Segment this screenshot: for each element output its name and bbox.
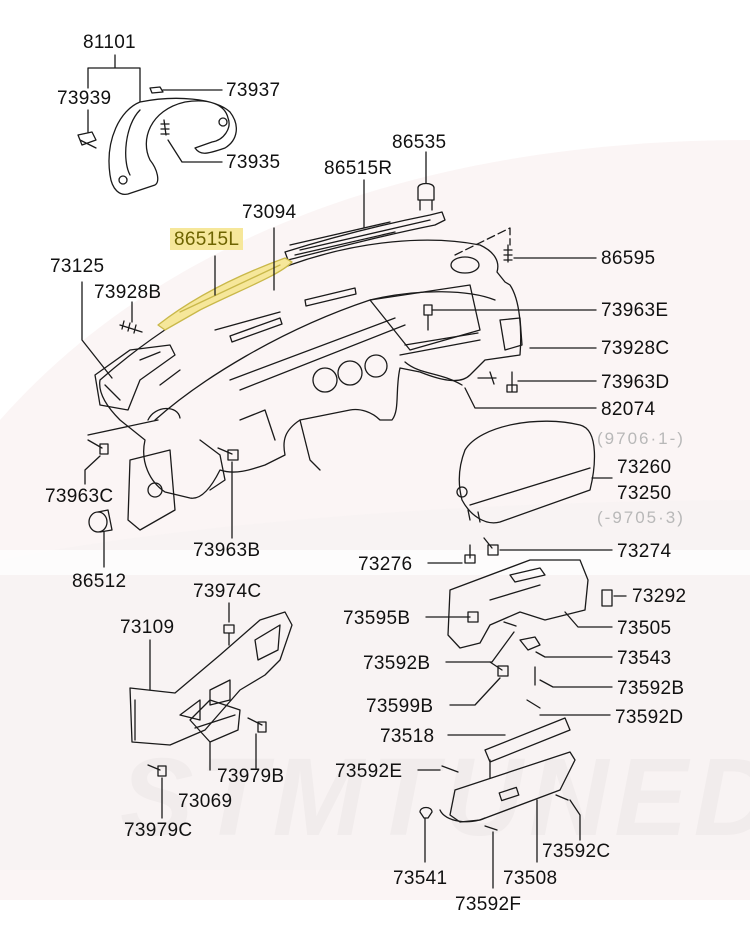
- leader-73125: [81, 281, 113, 379]
- part-label-73592B-a[interactable]: 73592B: [363, 653, 431, 674]
- leader-73592B-a: [445, 631, 515, 663]
- date-note-9705: (-9705·3): [597, 508, 685, 527]
- bolt-73276: [464, 544, 476, 564]
- bracket-73543: [519, 636, 541, 651]
- part-label-73508[interactable]: 73508: [503, 868, 558, 889]
- grille-86515R: [284, 211, 446, 261]
- bolt-73963C: [87, 439, 109, 455]
- part-label-73541[interactable]: 73541: [393, 868, 448, 889]
- part-label-73094[interactable]: 73094: [242, 202, 297, 223]
- gauge-hood: [108, 97, 237, 196]
- dash-line-86595: [454, 227, 511, 256]
- part-label-86515L-highlighted[interactable]: 86515L: [170, 228, 244, 250]
- part-label-73963C[interactable]: 73963C: [45, 486, 114, 507]
- part-label-73125[interactable]: 73125: [50, 256, 105, 277]
- clip-73937: [149, 86, 164, 94]
- leader-73599B: [449, 677, 501, 706]
- part-label-73963B[interactable]: 73963B: [193, 540, 261, 561]
- part-label-73592F[interactable]: 73592F: [455, 894, 522, 915]
- part-label-73250[interactable]: 73250: [617, 483, 672, 504]
- grille-86515L-highlighted: [157, 257, 293, 331]
- part-label-73939[interactable]: 73939: [57, 88, 112, 109]
- part-label-73505[interactable]: 73505: [617, 618, 672, 639]
- leader-82074: [464, 387, 597, 409]
- part-label-81101[interactable]: 81101: [83, 32, 136, 53]
- leader-73543: [535, 651, 613, 658]
- watermark-text: STMTUNED: [120, 736, 750, 859]
- part-label-73592E[interactable]: 73592E: [335, 761, 403, 782]
- screw-73592E: [441, 765, 459, 773]
- part-label-73963D[interactable]: 73963D: [601, 372, 670, 393]
- screw-86595: [503, 244, 513, 263]
- part-label-73935[interactable]: 73935: [226, 152, 281, 173]
- glovebox-housing-73505: [447, 559, 589, 649]
- part-label-86595[interactable]: 86595: [601, 248, 656, 269]
- screw-73592D: [526, 699, 541, 709]
- dashboard-body: [99, 221, 523, 531]
- part-label-73518[interactable]: 73518: [380, 726, 435, 747]
- part-label-86512[interactable]: 86512: [72, 571, 127, 592]
- glovebox-lid-73518: [484, 717, 571, 779]
- airbag-module: [456, 420, 596, 524]
- part-label-73274[interactable]: 73274: [617, 541, 672, 562]
- part-label-73979B[interactable]: 73979B: [217, 766, 285, 787]
- clip-73939: [77, 131, 97, 149]
- part-label-73974C[interactable]: 73974C: [193, 581, 262, 602]
- part-label-73963E[interactable]: 73963E: [601, 300, 669, 321]
- bushing-86512: [88, 509, 113, 533]
- bolt-73974C: [223, 624, 235, 646]
- leader-73505: [564, 611, 613, 628]
- screw-73928B: [119, 320, 143, 334]
- part-label-73592D[interactable]: 73592D: [615, 707, 684, 728]
- part-label-73937[interactable]: 73937: [226, 80, 281, 101]
- leader-81101: [87, 54, 141, 103]
- bolt-73979B: [247, 717, 267, 733]
- part-label-86535[interactable]: 86535: [392, 132, 447, 153]
- part-label-73599B[interactable]: 73599B: [366, 696, 434, 717]
- leader-73592B-b: [539, 679, 613, 688]
- leader-73963C: [84, 419, 159, 485]
- part-label-73928B[interactable]: 73928B: [94, 282, 162, 303]
- glovebox-door-73508: [439, 751, 576, 823]
- bolt-73599B: [489, 661, 509, 677]
- clip-73292: [601, 589, 613, 607]
- screw-73592F: [484, 825, 498, 831]
- bolt-73963E: [423, 304, 433, 331]
- part-label-73069[interactable]: 73069: [178, 791, 233, 812]
- part-label-73260[interactable]: 73260: [617, 457, 672, 478]
- part-label-73292[interactable]: 73292: [632, 586, 687, 607]
- knob-86535: [417, 182, 435, 211]
- harness-82074: [404, 361, 463, 386]
- bolt-73274: [483, 537, 499, 556]
- screw-73592B-a: [503, 621, 517, 627]
- part-label-86515R[interactable]: 86515R: [324, 158, 393, 179]
- part-label-73595B[interactable]: 73595B: [343, 608, 411, 629]
- part-label-73592C[interactable]: 73592C: [542, 841, 611, 862]
- part-label-82074[interactable]: 82074: [601, 399, 656, 420]
- part-label-73592B-b[interactable]: 73592B: [617, 678, 685, 699]
- part-label-73979C[interactable]: 73979C: [124, 820, 193, 841]
- bracket-73125: [94, 344, 176, 411]
- date-note-9706: (9706·1-): [597, 429, 685, 448]
- watermark-stripe: [0, 550, 750, 575]
- bolt-73963D: [477, 371, 518, 393]
- cap-73541: [419, 806, 433, 819]
- bolt-73963B: [217, 447, 239, 461]
- screw-73592C: [555, 794, 569, 801]
- bolt-73979C: [147, 764, 167, 777]
- leader-73935: [167, 139, 223, 163]
- part-73069: [189, 699, 241, 743]
- part-label-73109[interactable]: 73109: [120, 617, 175, 638]
- leader-73592C: [569, 799, 581, 841]
- part-label-73276[interactable]: 73276: [358, 554, 413, 575]
- part-label-73543[interactable]: 73543: [617, 648, 672, 669]
- screw-73935: [160, 119, 170, 136]
- part-label-73928C[interactable]: 73928C: [601, 338, 670, 359]
- watermark-band: [0, 500, 750, 870]
